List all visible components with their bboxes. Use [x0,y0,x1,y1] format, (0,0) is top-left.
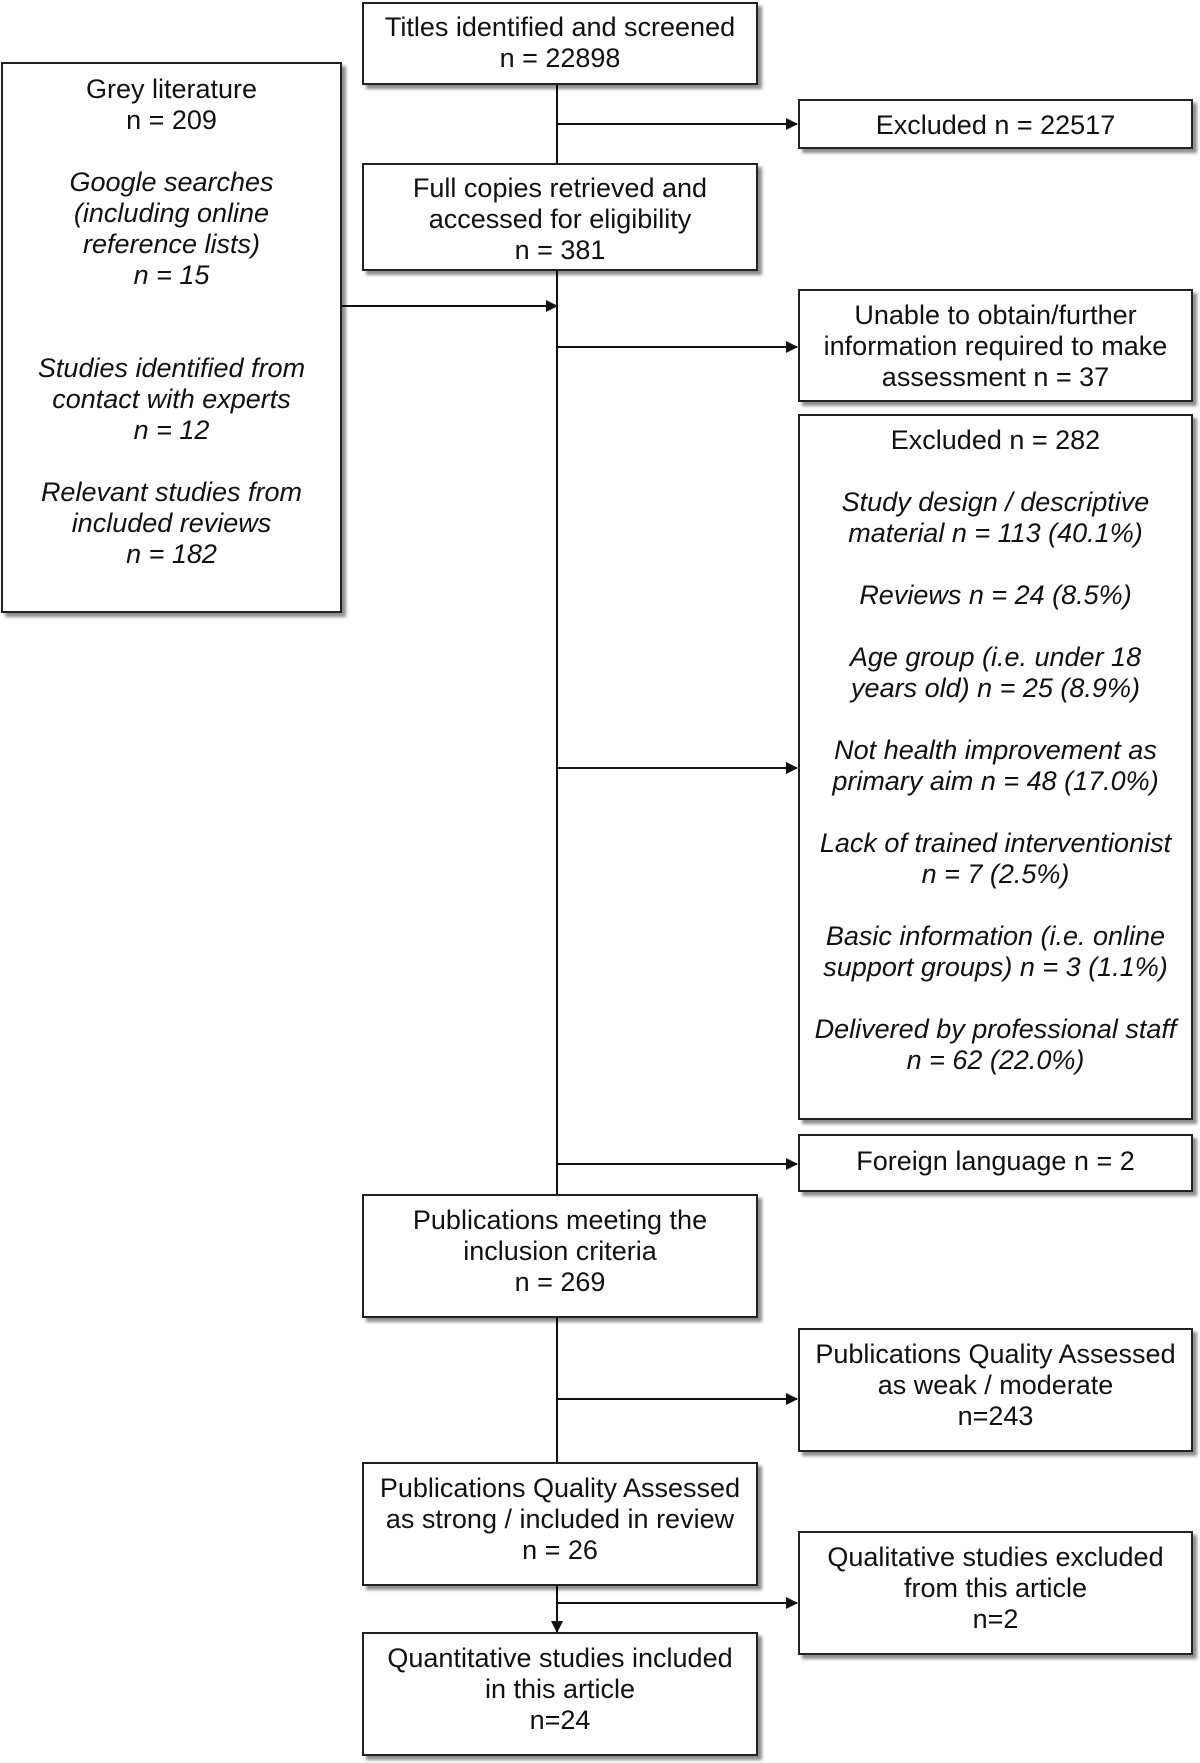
reason-professional-staff-line2: n = 62 (22.0%) [906,1045,1085,1075]
grey-literature-box: Grey literature n = 209 Google searches … [1,62,342,613]
meeting-criteria-line2: inclusion criteria [463,1236,657,1266]
full-copies-box: Full copies retrieved and accessed for e… [362,163,758,271]
reason-basic-info-line2: support groups) n = 3 (1.1%) [823,952,1168,982]
grey-source-experts-count: n = 12 [133,415,210,445]
reason-study-design-line2: material n = 113 (40.1%) [848,518,1143,548]
reason-interventionist-line1: Lack of trained interventionist [819,828,1172,858]
full-copies-line2: accessed for eligibility [428,204,692,234]
grey-source-reviews-count: n = 182 [126,539,217,569]
weak-moderate-box: Publications Quality Assessed as weak / … [798,1328,1193,1452]
reason-not-health-line2: primary aim n = 48 (17.0%) [832,766,1159,796]
excluded-282-box: Excluded n = 282 Study design / descript… [798,414,1193,1120]
qualitative-box: Qualitative studies excluded from this a… [798,1531,1193,1655]
grey-source-reviews-line2: included reviews [71,508,272,538]
grey-source-experts-line1: Studies identified from [37,353,306,383]
grey-source-experts-line2: contact with experts [52,384,291,414]
unable-line1: Unable to obtain/further [854,300,1137,330]
reason-basic-info-line1: Basic information (i.e. online [825,921,1166,951]
meeting-criteria-box: Publications meeting the inclusion crite… [362,1194,758,1318]
strong-count: n = 26 [522,1535,598,1565]
grey-literature-count: n = 209 [126,105,217,135]
qualitative-line2: from this article [903,1573,1088,1603]
quantitative-line1: Quantitative studies included [387,1643,733,1673]
unable-line3: assessment n = 37 [881,362,1110,392]
qualitative-line1: Qualitative studies excluded [827,1542,1164,1572]
reason-reviews: Reviews n = 24 (8.5%) [859,580,1132,610]
full-copies-count: n = 381 [514,235,606,265]
quantitative-box: Quantitative studies included in this ar… [362,1632,758,1756]
strong-line2: as strong / included in review [385,1504,735,1534]
excluded-first-box: Excluded n = 22517 [798,99,1193,149]
quantitative-line2: in this article [484,1674,636,1704]
full-copies-line1: Full copies retrieved and [412,173,708,203]
qualitative-count: n=2 [972,1604,1019,1634]
foreign-language-text: Foreign language n = 2 [856,1146,1135,1176]
reason-study-design-line1: Study design / descriptive [841,487,1150,517]
weak-moderate-line1: Publications Quality Assessed [815,1339,1176,1369]
unable-box: Unable to obtain/further information req… [798,289,1193,402]
reason-age-group-line2: years old) n = 25 (8.9%) [851,673,1140,703]
meeting-criteria-count: n = 269 [514,1267,606,1297]
titles-box: Titles identified and screened n = 22898 [362,2,758,85]
reason-interventionist-line2: n = 7 (2.5%) [921,859,1070,889]
grey-source-reviews-line1: Relevant studies from [40,477,303,507]
foreign-language-box: Foreign language n = 2 [798,1134,1193,1192]
grey-source-google-line2: (including online [73,198,270,228]
reason-not-health-line1: Not health improvement as [834,735,1157,765]
excluded-282-title: Excluded n = 282 [890,425,1101,455]
quantitative-count: n=24 [529,1705,591,1735]
titles-count: n = 22898 [499,43,621,73]
grey-source-google-line3: reference lists) [82,229,261,259]
titles-label: Titles identified and screened [384,12,736,42]
weak-moderate-line2: as weak / moderate [877,1370,1114,1400]
grey-source-google-line1: Google searches [69,167,274,197]
reason-age-group-line1: Age group (i.e. under 18 [849,642,1142,672]
excluded-first-text: Excluded n = 22517 [875,110,1116,140]
strong-box: Publications Quality Assessed as strong … [362,1462,758,1586]
meeting-criteria-line1: Publications meeting the [412,1205,708,1235]
grey-source-google-count: n = 15 [133,260,210,290]
strong-line1: Publications Quality Assessed [379,1473,741,1503]
weak-moderate-count: n=243 [957,1401,1034,1431]
grey-literature-title: Grey literature [85,74,258,104]
unable-line2: information required to make [823,331,1168,361]
reason-professional-staff-line1: Delivered by professional staff [814,1014,1177,1044]
